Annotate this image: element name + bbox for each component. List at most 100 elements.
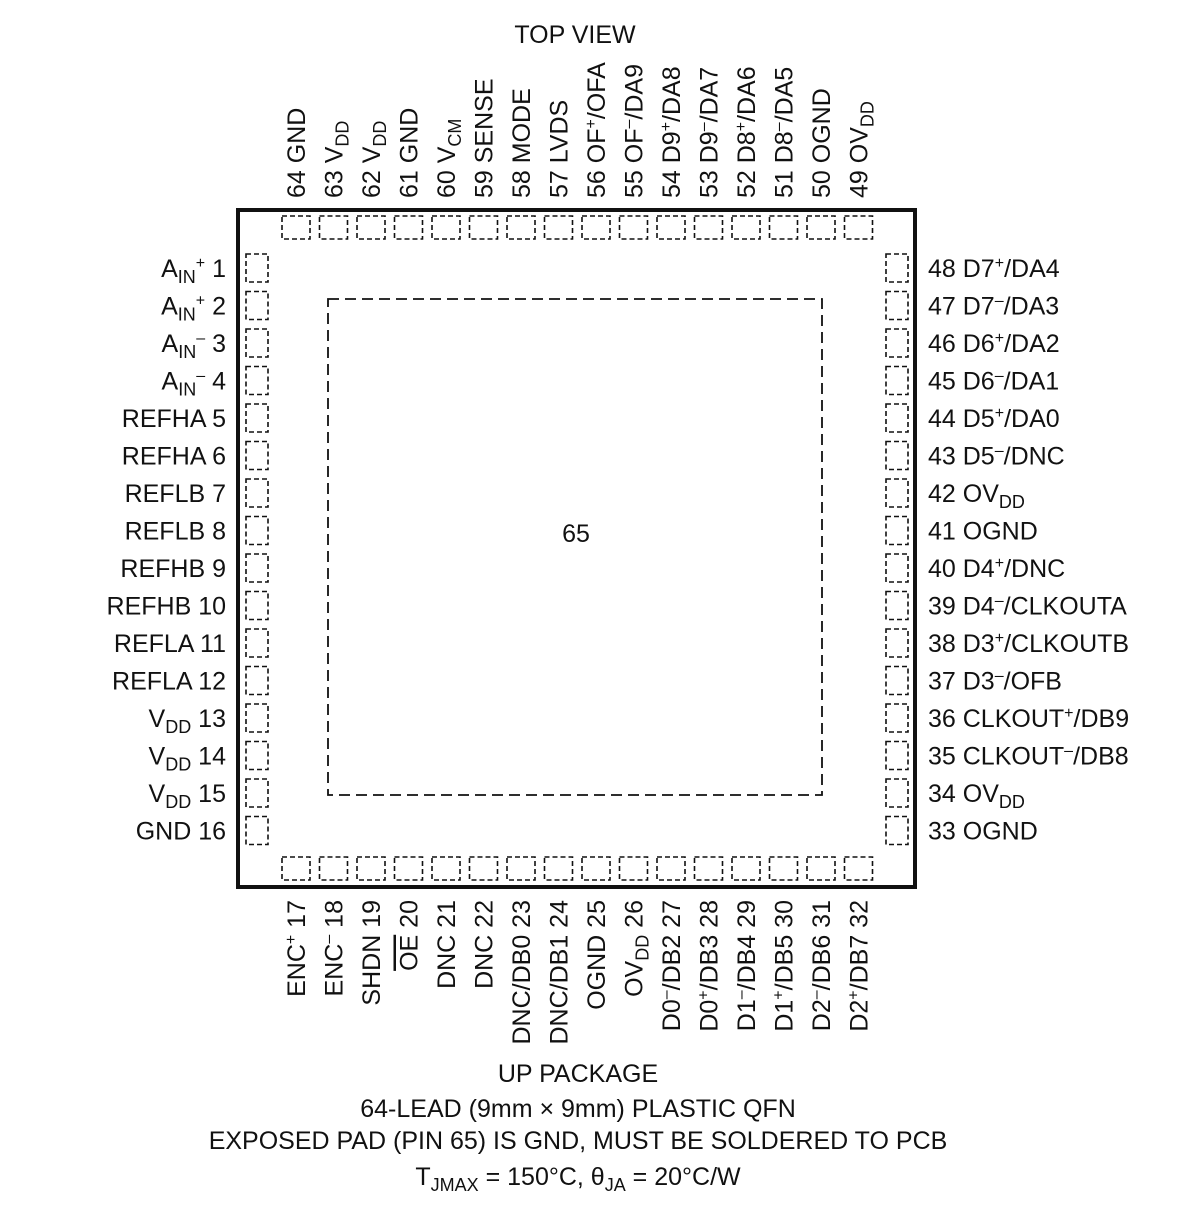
- pin-label-right: 41 OGND: [928, 518, 1038, 546]
- label-segment: A: [162, 330, 179, 358]
- label-segment: 54 D9: [658, 131, 686, 198]
- pin-pad: [543, 215, 574, 240]
- label-segment: 39 D4: [928, 593, 995, 621]
- label-segment: –: [196, 330, 205, 347]
- label-segment: REFLB 8: [125, 518, 226, 546]
- label-segment: –: [621, 120, 638, 129]
- exposed-pad-label: 65: [562, 520, 590, 548]
- pin-label-left: AIN+ 1: [161, 255, 226, 287]
- label-segment: SHDN 19: [358, 900, 386, 1006]
- pin-pad: [656, 215, 686, 240]
- label-segment: IN: [178, 342, 196, 362]
- pin-label-top: 59 SENSE: [471, 78, 499, 198]
- pin-label-right: 36 CLKOUT+/DB9: [928, 705, 1129, 733]
- label-segment: = 150°C, θ: [479, 1163, 605, 1191]
- label-segment: +: [995, 555, 1004, 572]
- pin-pad: [885, 815, 909, 846]
- label-segment: DNC/DB1 24: [546, 900, 574, 1045]
- label-segment: –: [995, 593, 1004, 610]
- pin-pad: [885, 328, 909, 358]
- pin-pad: [431, 215, 461, 240]
- pin-label-bottom: D0–/DB2 27: [658, 900, 686, 1031]
- pin-label-top: 52 D8+/DA6: [733, 66, 761, 198]
- pin-label-bottom: D1+/DB5 30: [771, 900, 799, 1032]
- pin-pad: [245, 553, 269, 583]
- label-segment: /DB8: [1073, 743, 1129, 771]
- pin-label-bottom: D2+/DB7 32: [846, 900, 874, 1032]
- pin-label-bottom: DNC 22: [471, 900, 499, 989]
- label-segment: A: [162, 368, 179, 396]
- label-segment: = 20°C/W: [626, 1163, 741, 1191]
- label-segment: 53 D9: [696, 131, 724, 198]
- label-segment: ENC: [321, 944, 349, 997]
- label-segment: /DA8: [658, 66, 686, 122]
- label-segment: DD: [858, 101, 878, 127]
- pin-label-right: 35 CLKOUT–/DB8: [928, 743, 1129, 771]
- pin-pad: [885, 553, 909, 583]
- label-segment: 3: [205, 330, 226, 358]
- pin-pad: [245, 365, 269, 396]
- label-segment: –: [995, 368, 1004, 385]
- pin-pad: [393, 215, 424, 240]
- pin-pad: [885, 403, 909, 433]
- pin-label-right: 39 D4–/CLKOUTA: [928, 593, 1127, 621]
- pin-pad: [731, 856, 761, 881]
- label-segment: IN: [178, 380, 196, 400]
- label-segment: /DB5 30: [771, 900, 799, 990]
- package-outline: [236, 208, 917, 889]
- label-segment: –: [771, 122, 788, 131]
- pin-label-right: 48 D7+/DA4: [928, 255, 1060, 283]
- label-segment: /OFA: [583, 62, 611, 119]
- pin-label-right: 47 D7–/DA3: [928, 293, 1059, 321]
- pin-label-bottom: D1–/DB4 29: [733, 900, 761, 1031]
- pin-label-bottom: SHDN 19: [358, 900, 386, 1006]
- pin-pad: [885, 740, 909, 771]
- label-segment: +: [995, 405, 1004, 422]
- pin-label-top: 61 GND: [396, 108, 424, 198]
- pin-pad: [356, 215, 386, 240]
- label-segment: OGND 25: [583, 900, 611, 1010]
- label-segment: –: [995, 443, 1004, 460]
- label-segment: –: [733, 990, 750, 999]
- pin-label-right: 33 OGND: [928, 818, 1038, 846]
- label-segment: REFHB 9: [120, 555, 226, 583]
- label-segment: A: [161, 255, 178, 283]
- pin-pad: [468, 856, 499, 881]
- label-segment: JA: [605, 1175, 626, 1195]
- label-segment: OE: [396, 935, 424, 971]
- pin-label-top: 62 VDD: [358, 121, 390, 198]
- label-segment: –: [321, 935, 338, 944]
- label-segment: /DB4 29: [733, 900, 761, 990]
- label-segment: CM: [445, 119, 465, 147]
- label-segment: +: [733, 122, 750, 131]
- label-segment: /DA7: [696, 67, 724, 123]
- label-segment: D1: [771, 1000, 799, 1032]
- label-segment: JMAX: [431, 1175, 479, 1195]
- label-segment: –: [196, 368, 205, 385]
- label-segment: D0: [696, 1000, 724, 1032]
- pin-pad: [245, 778, 269, 808]
- label-segment: 13: [191, 705, 226, 733]
- lead-description: 64-LEAD (9mm × 9mm) PLASTIC QFN: [360, 1095, 796, 1123]
- pin-label-left: AIN– 4: [162, 368, 227, 400]
- label-segment: +: [583, 119, 600, 128]
- pin-pad: [885, 478, 909, 508]
- pin-pad: [245, 740, 269, 771]
- label-segment: V: [149, 705, 166, 733]
- label-segment: DD: [165, 755, 191, 775]
- label-segment: /DNC: [1004, 555, 1065, 583]
- label-segment: +: [771, 990, 788, 999]
- label-segment: DNC 21: [433, 900, 461, 989]
- label-segment: +: [846, 990, 863, 999]
- pin-pad: [693, 215, 724, 240]
- label-segment: D1: [733, 999, 761, 1031]
- label-segment: 43 D5: [928, 443, 995, 471]
- label-segment: 49 OV: [846, 127, 874, 198]
- label-segment: IN: [178, 305, 196, 325]
- pin-pad: [468, 215, 499, 240]
- label-segment: 34 OV: [928, 780, 999, 808]
- pin-pad: [843, 856, 874, 881]
- label-segment: 33 OGND: [928, 818, 1038, 846]
- pin-pad: [245, 515, 269, 546]
